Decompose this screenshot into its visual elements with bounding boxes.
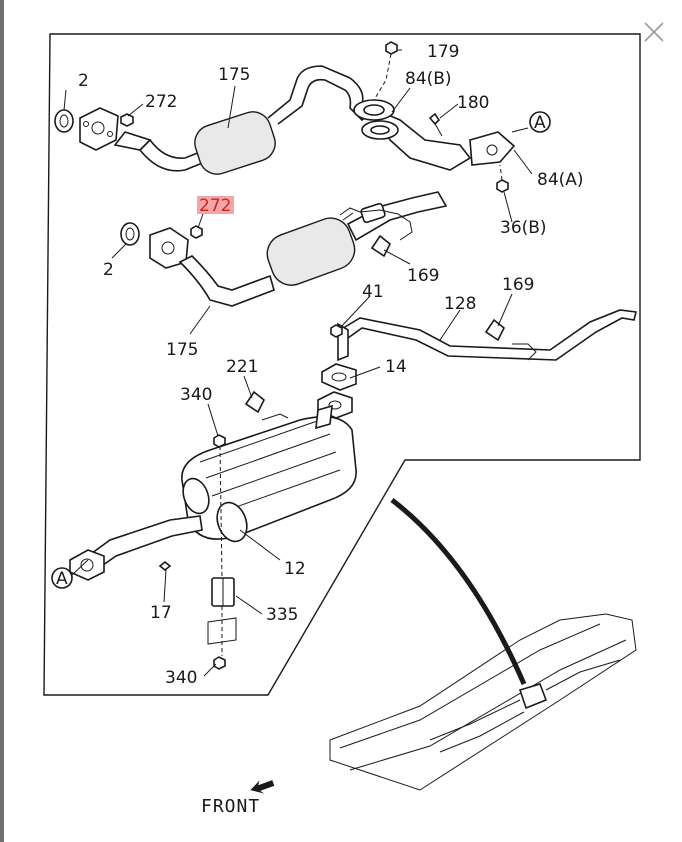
nut-272-top [120, 113, 134, 127]
flange-top [79, 107, 119, 151]
gasket-14 [321, 363, 357, 391]
tail-pipe-128 [337, 309, 637, 362]
callout-17: 17 [150, 603, 172, 623]
callout-128: 128 [444, 294, 476, 314]
nut-272-mid [190, 225, 203, 239]
bolt-180 [428, 112, 443, 137]
highlight-272 [197, 196, 234, 214]
callout-340-bottom: 340 [165, 668, 197, 688]
callout-180: 180 [457, 93, 489, 113]
window-edge [0, 0, 4, 842]
front-label: FRONT [201, 796, 260, 817]
nut-36b [496, 179, 509, 193]
leader-lines [63, 49, 533, 677]
callout-175-top: 175 [218, 65, 250, 85]
bolt-17 [158, 560, 172, 572]
nut-340-bottom [213, 656, 226, 670]
hanger-169-right [484, 318, 506, 342]
close-icon[interactable] [642, 20, 666, 44]
gasket-mid [120, 222, 140, 246]
front-pipe-lower [149, 191, 448, 307]
ref-a-top-circle [529, 111, 551, 133]
mount-335 [207, 445, 237, 656]
hanger-169-mid [370, 234, 392, 258]
nut-340-top [213, 434, 226, 448]
callout-84b: 84(B) [405, 69, 452, 89]
callout-2-mid: 2 [103, 260, 114, 280]
nut-179 [385, 41, 398, 55]
callout-272-highlighted: 272 [199, 196, 231, 216]
callout-169-mid: 169 [407, 266, 439, 286]
callout-179: 179 [427, 42, 459, 62]
callout-41: 41 [362, 282, 384, 302]
muffler-12 [69, 404, 357, 581]
vehicle-frame-inset [329, 498, 637, 791]
callout-84a: 84(A) [537, 170, 584, 190]
diagram-frame [43, 33, 641, 696]
callout-14: 14 [385, 357, 407, 377]
callout-175-bottom: 175 [166, 340, 198, 360]
front-arrow-icon [250, 780, 275, 794]
ref-a-bottom-circle [51, 567, 73, 589]
callout-169-right: 169 [502, 275, 534, 295]
gasket-top [54, 109, 74, 133]
nut-41 [330, 324, 343, 338]
front-pipe-upper [113, 65, 516, 175]
callout-335: 335 [266, 605, 298, 625]
dashed-leaders [373, 53, 503, 181]
callout-ref-a-bottom: A [56, 569, 68, 589]
callout-221: 221 [226, 357, 258, 377]
callout-2-top: 2 [78, 71, 89, 91]
callout-36b: 36(B) [500, 218, 547, 238]
hanger-221 [244, 390, 266, 414]
callout-ref-a-top: A [534, 113, 546, 133]
callout-labels: 179 84(B) 180 2 272 175 A 84(A) 36(B) 27… [51, 42, 584, 817]
callout-340-top: 340 [180, 385, 212, 405]
callout-12: 12 [284, 559, 306, 579]
callout-272-top: 272 [145, 92, 177, 112]
